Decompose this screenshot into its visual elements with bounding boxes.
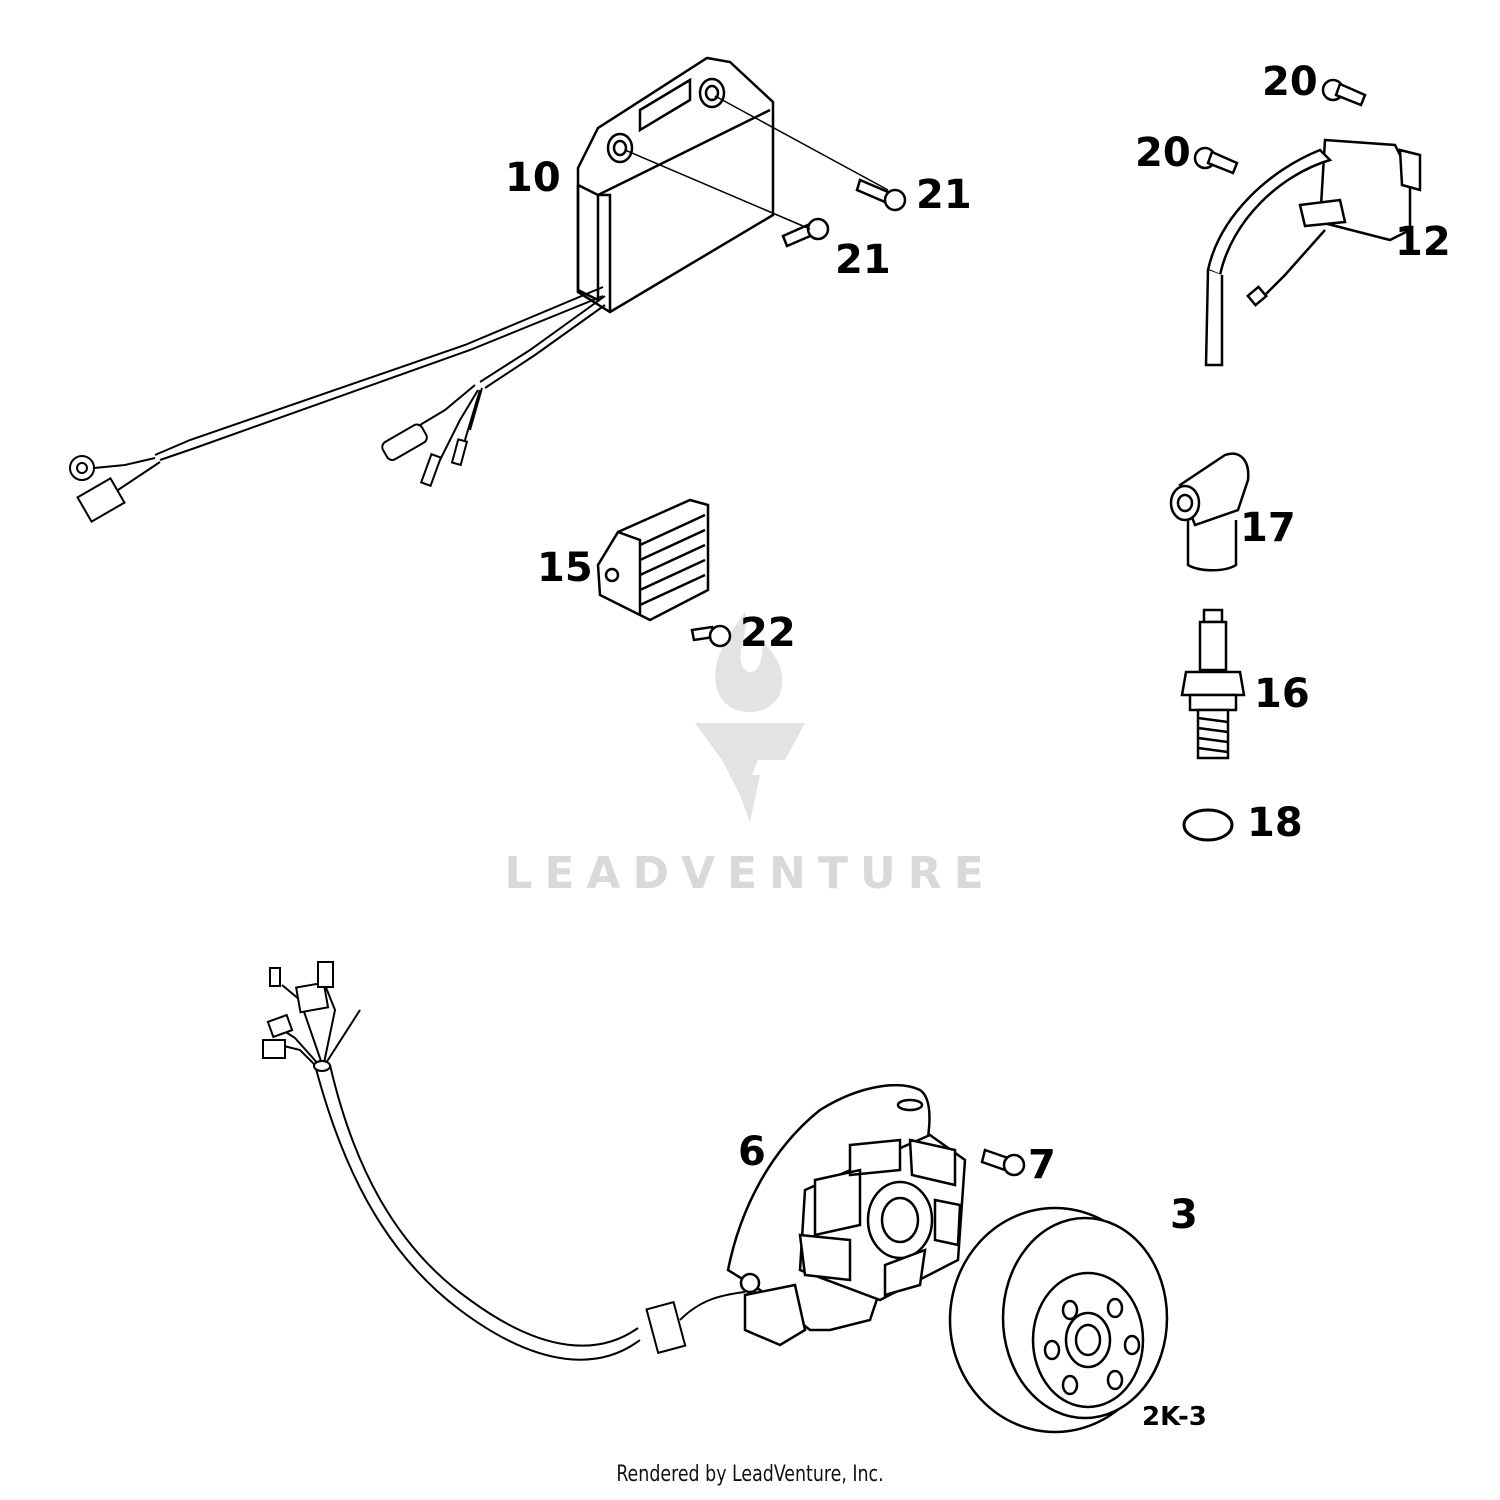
cdi-wiring-harness	[69, 286, 606, 523]
sealing-ring[interactable]	[1182, 808, 1234, 842]
callout-20-upper: 20	[1262, 59, 1318, 105]
bolt-20-upper[interactable]	[1321, 78, 1367, 107]
callout-18: 18	[1247, 800, 1303, 846]
bolt-21-lower[interactable]	[781, 217, 830, 248]
stator-wiring-harness	[262, 961, 746, 1361]
callout-21-upper: 21	[916, 172, 972, 218]
spark-plug[interactable]	[1180, 608, 1246, 760]
bolt-21-upper[interactable]	[855, 178, 907, 212]
voltage-regulator[interactable]	[596, 498, 710, 622]
callout-7: 7	[1028, 1142, 1056, 1188]
callout-6: 6	[738, 1129, 766, 1175]
callout-15: 15	[537, 545, 593, 591]
watermark-brand: LEADVENTURE	[504, 848, 996, 899]
callout-10: 10	[505, 155, 561, 201]
callout-16: 16	[1254, 671, 1310, 717]
footer-credit: Rendered by LeadVenture, Inc.	[616, 1462, 884, 1487]
callout-21-lower: 21	[835, 237, 891, 283]
callout-17: 17	[1240, 505, 1296, 551]
callout-22: 22	[740, 610, 796, 656]
stator-assembly[interactable]	[726, 1084, 967, 1347]
bolt-22[interactable]	[690, 624, 732, 648]
callout-3: 3	[1170, 1192, 1198, 1238]
cdi-unit[interactable]	[576, 56, 775, 314]
ignition-coil[interactable]	[1204, 138, 1422, 367]
callout-20-lower: 20	[1135, 130, 1191, 176]
callout-12: 12	[1395, 219, 1451, 265]
leader-lines	[624, 95, 889, 230]
watermark-logo	[695, 612, 805, 822]
bolt-20-lower[interactable]	[1193, 146, 1239, 175]
bolt-7[interactable]	[980, 1148, 1026, 1177]
spark-plug-cap[interactable]	[1169, 452, 1250, 572]
diagram-code: 2K-3	[1142, 1402, 1207, 1432]
flywheel-rotor[interactable]	[948, 1206, 1169, 1434]
